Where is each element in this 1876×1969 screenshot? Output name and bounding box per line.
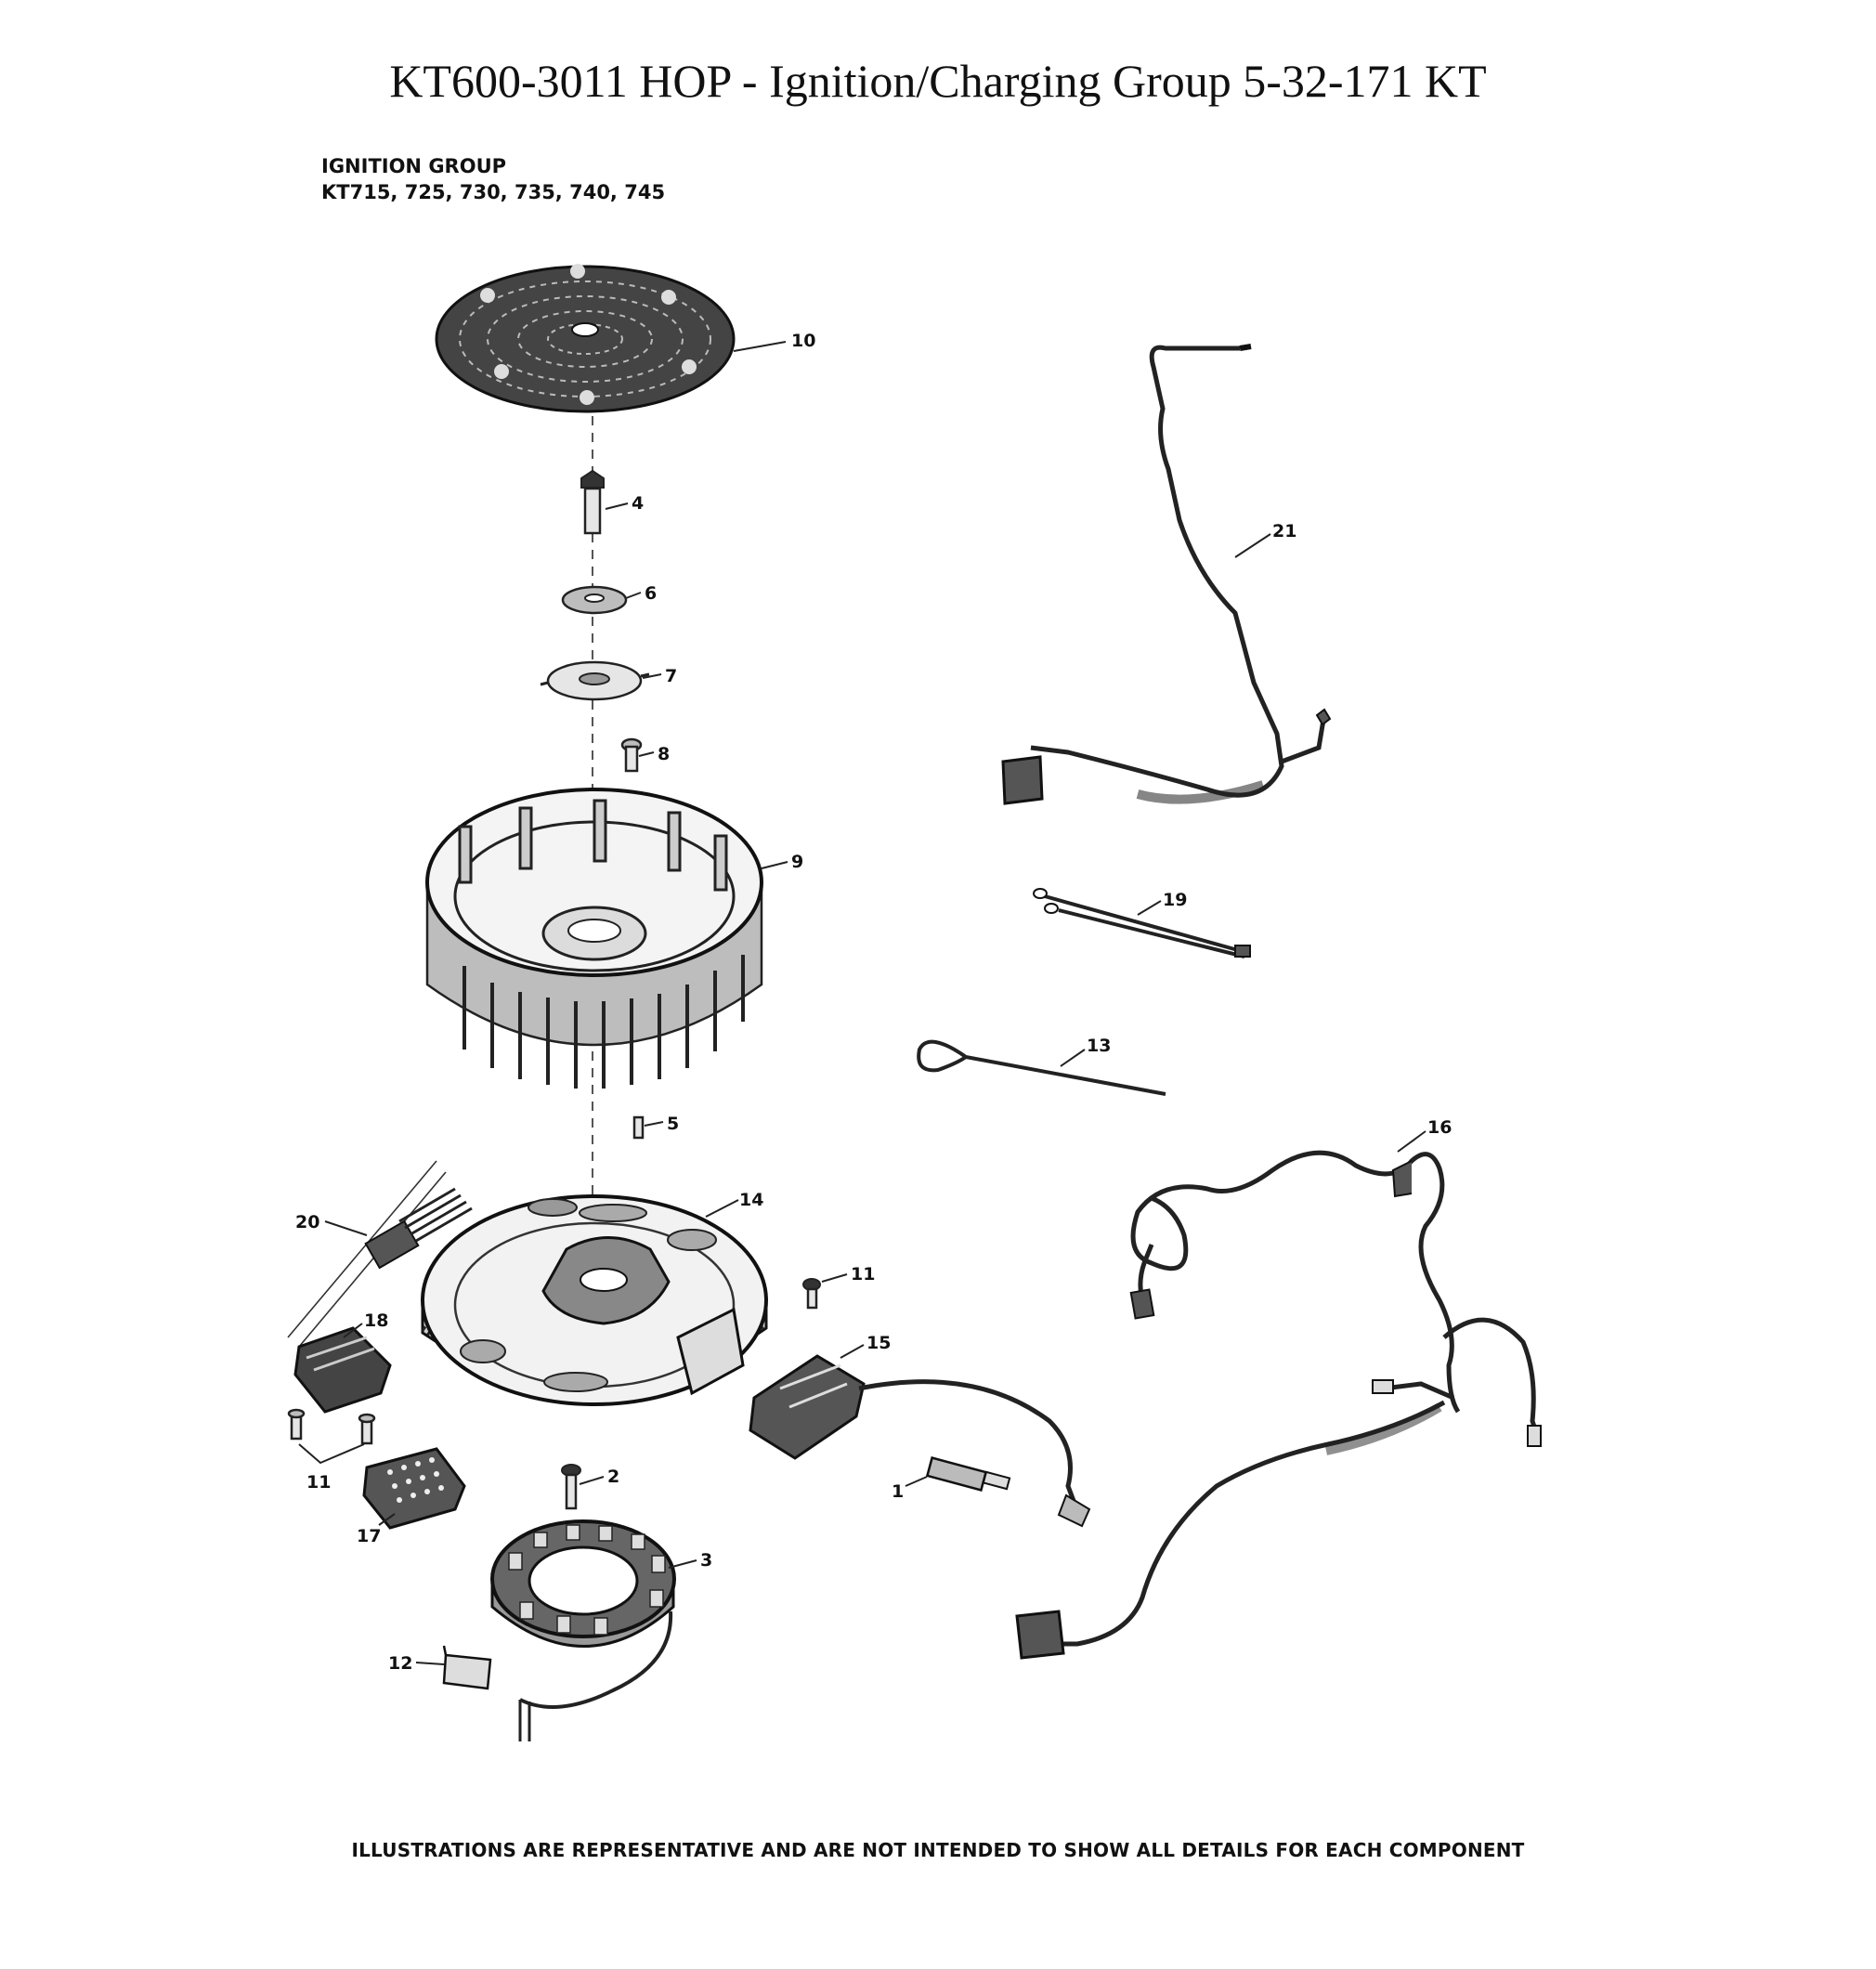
part-20-harness-connector[interactable] (287, 1160, 473, 1348)
callout-8: 8 (658, 744, 670, 764)
leader-21 (1234, 533, 1271, 558)
leader-13 (1060, 1049, 1086, 1067)
leader-6 (625, 592, 642, 599)
callout-20: 20 (295, 1212, 319, 1232)
leader-19 (1137, 900, 1162, 916)
part-11-screws-left[interactable] (287, 1408, 376, 1445)
part-19-ground-lead[interactable] (1033, 888, 1251, 958)
leader-11-left (298, 1443, 365, 1465)
leader-16 (1397, 1130, 1427, 1153)
leader-14 (705, 1199, 739, 1218)
callout-10: 10 (791, 331, 815, 351)
part-21-wire-harness[interactable] (1001, 344, 1332, 805)
part-5-key[interactable] (632, 1115, 645, 1140)
part-11-screw-right[interactable] (802, 1278, 821, 1310)
leader-4 (605, 502, 629, 510)
part-13-retaining-wire[interactable] (917, 1039, 1166, 1096)
leader-12 (415, 1662, 445, 1665)
leader-7 (642, 673, 662, 679)
group-models: KT715, 725, 730, 735, 740, 745 (321, 181, 666, 203)
callout-1: 1 (892, 1481, 904, 1502)
leader-20 (324, 1220, 368, 1236)
part-10-debris-screen[interactable] (435, 264, 736, 413)
group-name: IGNITION GROUP (321, 155, 507, 177)
leader-3 (668, 1559, 697, 1569)
callout-9: 9 (791, 852, 803, 872)
callout-3: 3 (700, 1550, 712, 1571)
part-4-screw[interactable] (580, 469, 605, 535)
callout-16: 16 (1427, 1117, 1452, 1138)
part-8-pin[interactable] (620, 737, 643, 773)
callout-11-right: 11 (851, 1264, 875, 1284)
part-17-heat-sink[interactable] (362, 1447, 466, 1530)
illustration-disclaimer: ILLUSTRATIONS ARE REPRESENTATIVE AND ARE… (351, 1839, 1525, 1861)
part-16-main-harness[interactable] (1015, 1150, 1542, 1660)
leader-5 (644, 1121, 664, 1127)
part-18-rectifier-regulator[interactable] (293, 1326, 392, 1414)
callout-6: 6 (645, 583, 657, 604)
leader-18 (343, 1323, 363, 1338)
page-title: KT600-3011 HOP - Ignition/Charging Group… (389, 55, 1487, 107)
callout-4: 4 (632, 493, 644, 514)
callout-14: 14 (739, 1190, 763, 1210)
callout-12: 12 (388, 1653, 412, 1674)
callout-19: 19 (1163, 890, 1187, 910)
part-7-plate[interactable] (540, 660, 650, 701)
part-9-flywheel[interactable] (425, 788, 763, 1089)
part-15-ignition-module[interactable] (749, 1354, 1091, 1528)
callout-7: 7 (665, 666, 677, 686)
callout-18: 18 (364, 1310, 388, 1331)
group-heading: IGNITION GROUP KT715, 725, 730, 735, 740… (321, 153, 665, 205)
leader-15 (840, 1344, 865, 1359)
part-3-stator[interactable] (490, 1519, 676, 1741)
leader-2 (579, 1476, 605, 1485)
callout-5: 5 (667, 1114, 679, 1134)
part-6-washer[interactable] (561, 585, 628, 615)
part-12-bracket[interactable] (442, 1645, 492, 1690)
callout-2: 2 (607, 1467, 619, 1487)
part-2-screw[interactable] (561, 1464, 581, 1510)
leader-8 (638, 751, 655, 757)
callout-13: 13 (1087, 1036, 1111, 1056)
leader-1 (905, 1476, 928, 1487)
callout-17: 17 (357, 1526, 381, 1546)
callout-11-left: 11 (306, 1472, 331, 1493)
leader-17 (378, 1513, 396, 1526)
part-1-spark-plug[interactable] (925, 1456, 1011, 1492)
leader-9 (761, 861, 788, 869)
leader-10 (733, 341, 787, 352)
callout-21: 21 (1272, 521, 1296, 541)
leader-11-right (821, 1273, 848, 1283)
part-14-ring-gear-housing[interactable] (421, 1194, 768, 1406)
callout-15: 15 (866, 1333, 891, 1353)
